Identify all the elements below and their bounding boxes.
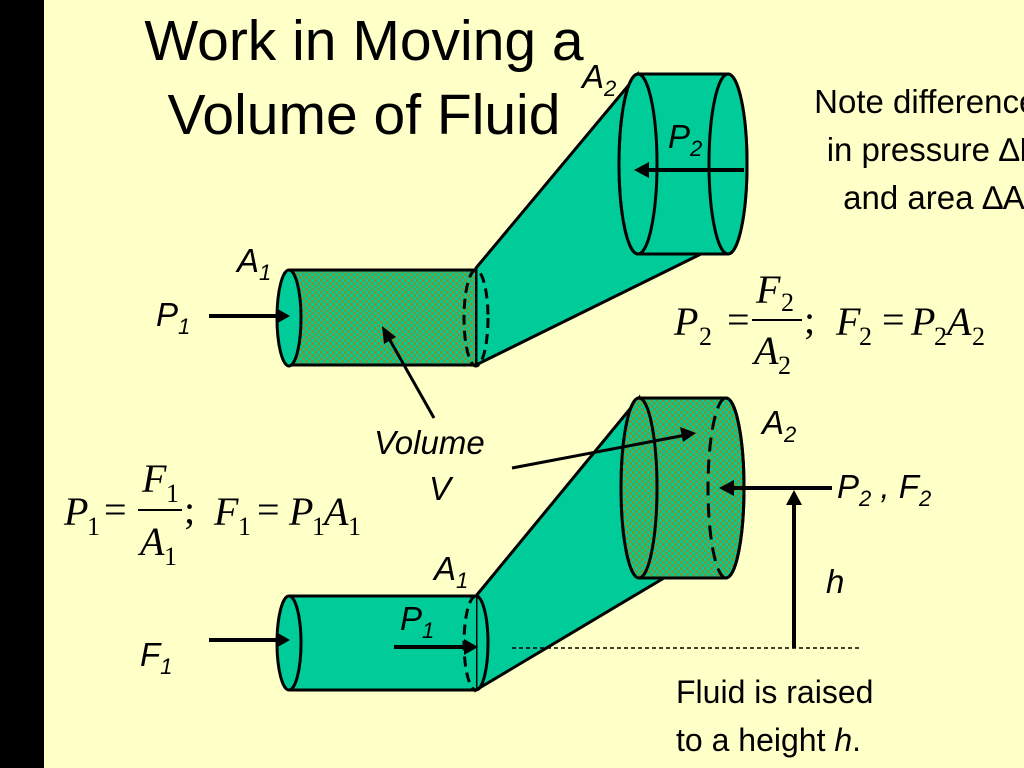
note-text: Note differences in pressure ∆P and area… [814, 83, 1024, 216]
equation-2: P 2 = F 2 A 2 ; F 2 = P 2 A 2 [673, 267, 985, 380]
svg-text:=: = [104, 487, 127, 532]
label-p2-top: P2 [668, 118, 703, 161]
label-p2-f2-bottom: P2 , F2 [837, 468, 932, 511]
label-f1-bottom: F1 [140, 636, 173, 679]
label-a1-top: A1 [237, 242, 272, 285]
svg-text:2: 2 [699, 322, 712, 351]
label-a1-bottom: A1 [434, 550, 469, 593]
svg-text:F: F [141, 456, 167, 501]
svg-text:A: A [321, 489, 349, 534]
svg-text:1: 1 [312, 512, 325, 541]
top-pipe [209, 71, 749, 368]
label-volume: Volume [374, 424, 485, 461]
label-a2-bottom: A2 [762, 404, 797, 447]
svg-text:2: 2 [934, 322, 947, 351]
svg-text:1: 1 [164, 542, 177, 571]
volume-pointer-top [385, 334, 436, 419]
label-h: h [826, 563, 845, 600]
label-p1-top: P1 [156, 296, 191, 339]
label-p1-bottom: P1 [400, 600, 435, 643]
svg-text:;: ; [184, 487, 195, 532]
svg-text:2: 2 [859, 322, 872, 351]
svg-text:P: P [910, 299, 935, 344]
slide-title: Work in Moving a Volume of Fluid [144, 9, 584, 147]
svg-text:;: ; [804, 297, 815, 342]
label-a2-top: A2 [582, 58, 617, 101]
svg-text:2: 2 [778, 351, 791, 380]
svg-text:P: P [63, 489, 88, 534]
label-volume-v: V [429, 470, 452, 507]
svg-text:F: F [213, 489, 239, 534]
svg-text:=: = [882, 297, 905, 342]
svg-text:P: P [673, 299, 698, 344]
svg-text:1: 1 [348, 512, 361, 541]
svg-text:1: 1 [166, 479, 179, 508]
equation-1: P 1 = F 1 A 1 ; F 1 = P 1 A 1 [63, 456, 361, 571]
svg-text:A: A [944, 299, 972, 344]
svg-text:=: = [727, 297, 750, 342]
raised-caption: Fluid is raised to a height h. [676, 674, 874, 758]
svg-text:1: 1 [87, 512, 100, 541]
svg-text:=: = [257, 487, 280, 532]
svg-text:P: P [288, 489, 313, 534]
slide: P 2 = F 2 A 2 ; F 2 = P 2 A 2 P 1 = F 1 … [44, 0, 1024, 768]
svg-text:A: A [137, 519, 165, 564]
svg-text:2: 2 [972, 322, 985, 351]
volume-pointer-bottom [511, 433, 687, 470]
svg-text:2: 2 [781, 288, 794, 317]
svg-text:1: 1 [238, 512, 251, 541]
diagram: P 2 = F 2 A 2 ; F 2 = P 2 A 2 P 1 = F 1 … [63, 71, 985, 693]
top-volume-hatch [289, 270, 475, 365]
svg-text:A: A [751, 328, 779, 373]
svg-text:F: F [835, 299, 861, 344]
svg-text:F: F [755, 267, 781, 312]
